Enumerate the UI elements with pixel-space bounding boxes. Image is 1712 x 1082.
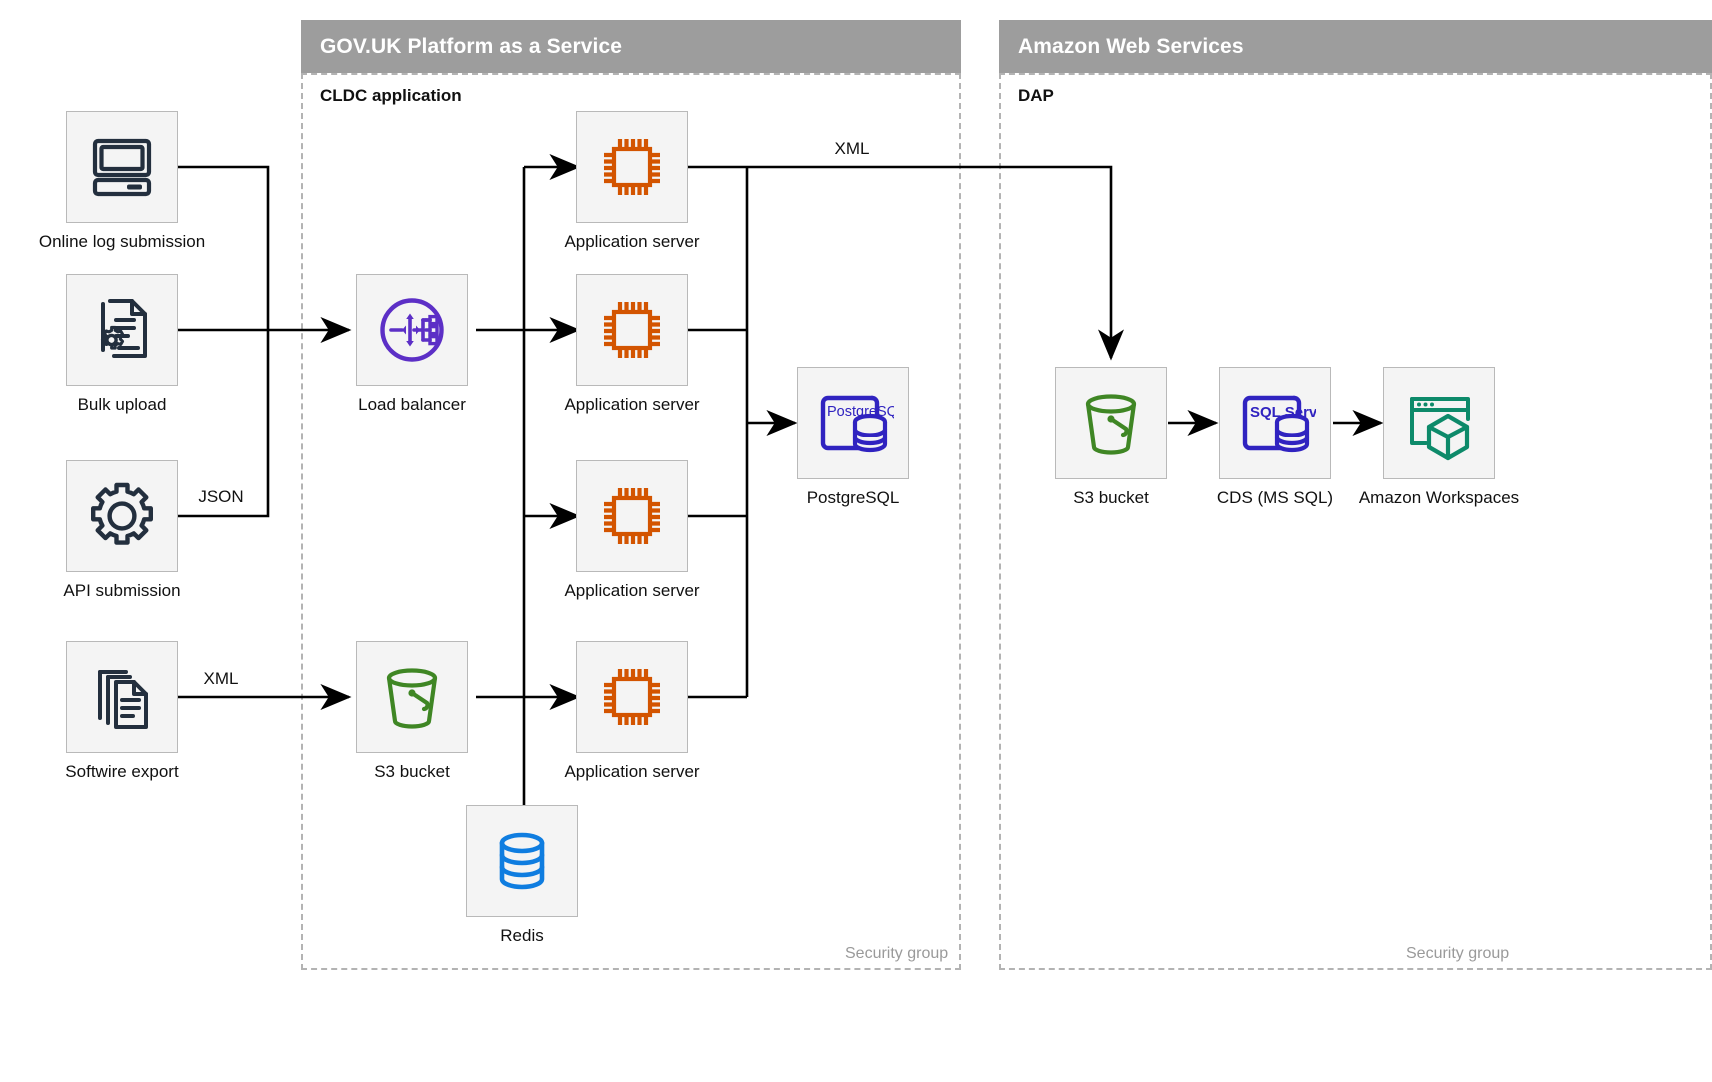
node-label-s3-bucket-aws: S3 bucket	[1073, 488, 1149, 507]
security-group-label-aws: Security group	[1406, 945, 1510, 962]
node-softwire-export[interactable]: Softwire export	[65, 641, 179, 781]
security-group-label-paas: Security group	[845, 945, 949, 962]
node-app-server-1[interactable]: Application server	[564, 111, 700, 251]
postgresql-database-icon: PostgreSQL	[820, 395, 894, 453]
s3-bucket-icon	[386, 668, 438, 729]
document-gear-icon	[100, 299, 147, 358]
node-api-submission[interactable]: API submission	[63, 460, 181, 600]
group-subtitle-dap: DAP	[1018, 86, 1054, 105]
node-label-app-server-4: Application server	[564, 762, 700, 781]
node-label-postgresql: PostgreSQL	[806, 488, 900, 507]
cpu-chip-icon	[604, 139, 660, 195]
node-label-api-submission: API submission	[63, 581, 181, 600]
tile-cds-ms-sql: SQL Server	[1219, 367, 1331, 479]
node-label-app-server-1: Application server	[564, 232, 700, 251]
group-banner-paas-label: GOV.UK Platform as a Service	[320, 34, 622, 58]
edge-app1-xml-to-s3-aws	[687, 165, 1124, 361]
tile-app-server-4	[576, 641, 688, 753]
tile-s3-bucket-aws	[1055, 367, 1167, 479]
node-label-cds-ms-sql: CDS (MS SQL)	[1216, 488, 1334, 507]
cpu-chip-icon	[604, 488, 660, 544]
node-s3-bucket-paas[interactable]: S3 bucket	[356, 641, 468, 781]
load-balancer-icon	[380, 298, 444, 362]
tile-load-balancer	[356, 274, 468, 386]
edge-label-xml-softwire: XML	[203, 669, 239, 688]
documents-stack-icon	[98, 670, 148, 729]
tile-postgresql: PostgreSQL	[797, 367, 909, 479]
tile-bulk-upload	[66, 274, 178, 386]
node-postgresql[interactable]: PostgreSQL PostgreSQL	[797, 367, 909, 507]
node-redis[interactable]: Redis	[466, 805, 578, 945]
node-s3-bucket-aws[interactable]: S3 bucket	[1055, 367, 1167, 507]
tile-app-server-3	[576, 460, 688, 572]
group-banner-paas: GOV.UK Platform as a Service	[301, 20, 961, 73]
node-load-balancer[interactable]: Load balancer	[356, 274, 468, 414]
edge-online-log-to-bus	[178, 165, 270, 330]
amazon-workspaces-icon	[1410, 397, 1470, 461]
group-banner-aws: Amazon Web Services	[999, 20, 1712, 73]
tile-softwire-export	[66, 641, 178, 753]
tile-redis	[466, 805, 578, 917]
node-label-bulk-upload: Bulk upload	[77, 395, 167, 414]
security-group-box-aws	[999, 73, 1712, 970]
node-label-softwire-export: Softwire export	[65, 762, 179, 781]
tile-api-submission	[66, 460, 178, 572]
security-group-box-paas	[301, 73, 961, 970]
node-label-load-balancer: Load balancer	[358, 395, 466, 414]
redis-database-icon	[499, 832, 545, 890]
node-cds-ms-sql[interactable]: SQL Server CDS (MS SQL)	[1217, 367, 1333, 507]
node-online-log-submission[interactable]: Online log submission	[39, 111, 205, 251]
tile-amazon-workspaces	[1383, 367, 1495, 479]
node-label-redis: Redis	[500, 926, 544, 945]
node-label-app-server-2: Application server	[564, 395, 700, 414]
tile-online-log-submission	[66, 111, 178, 223]
node-app-server-3[interactable]: Application server	[564, 460, 700, 600]
tile-app-server-2	[576, 274, 688, 386]
tile-s3-bucket-paas	[356, 641, 468, 753]
node-label-amazon-workspaces: Amazon Workspaces	[1358, 488, 1520, 507]
edge-label-xml-dap: XML	[834, 139, 870, 158]
gear-icon	[91, 482, 153, 545]
edge-api-to-bus	[178, 330, 270, 518]
node-label-s3-bucket-paas: S3 bucket	[374, 762, 450, 781]
edge-label-json: JSON	[198, 487, 244, 506]
node-amazon-workspaces[interactable]: Amazon Workspaces	[1359, 367, 1519, 507]
node-bulk-upload[interactable]: Bulk upload	[66, 274, 178, 414]
sql-server-database-icon: SQL Server	[1242, 395, 1316, 453]
node-app-server-4[interactable]: Application server	[564, 641, 700, 781]
cpu-chip-icon	[604, 669, 660, 725]
desktop-computer-icon	[92, 138, 152, 197]
node-app-server-2[interactable]: Application server	[564, 274, 700, 414]
group-banner-aws-label: Amazon Web Services	[1018, 34, 1244, 58]
group-subtitle-cldc: CLDC application	[320, 86, 462, 105]
tile-app-server-1	[576, 111, 688, 223]
node-label-app-server-3: Application server	[564, 581, 700, 600]
cpu-chip-icon	[604, 302, 660, 358]
node-label-online-log-submission: Online log submission	[38, 232, 206, 251]
s3-bucket-icon	[1085, 394, 1137, 455]
